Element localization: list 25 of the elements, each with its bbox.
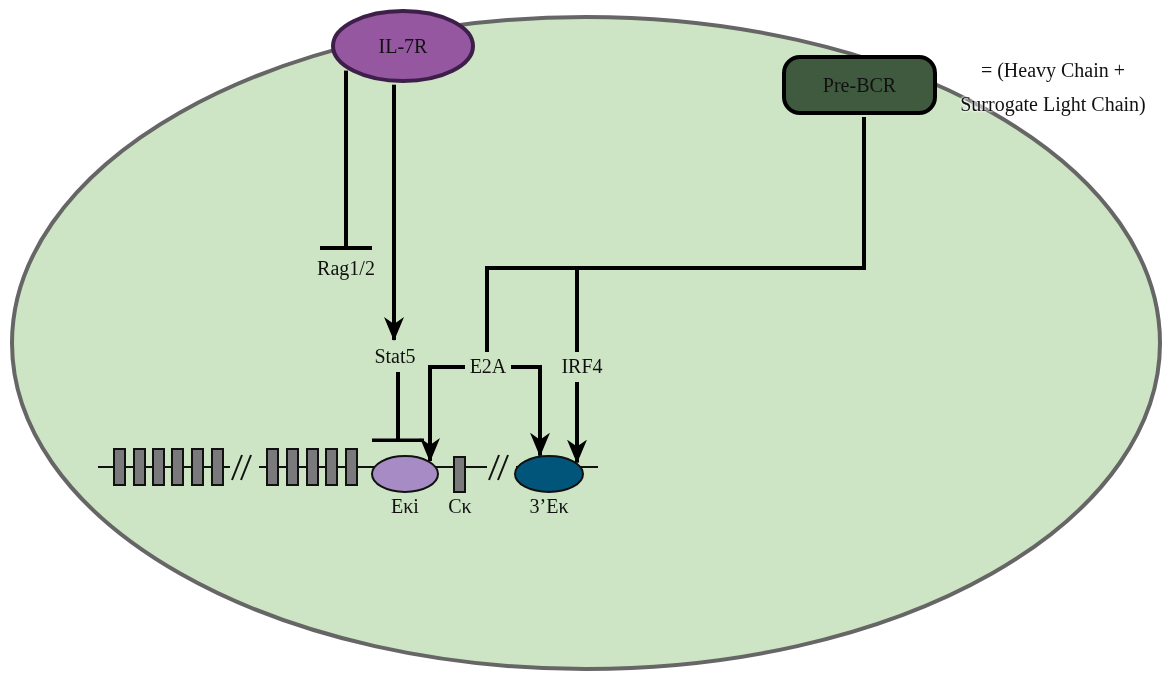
exon-box: [191, 448, 204, 486]
exon-box: [171, 448, 184, 486]
arrow: [511, 365, 550, 457]
arrow: [420, 365, 465, 463]
segment-label: 3’Eκ: [528, 494, 570, 518]
protein-label: E2A: [465, 354, 511, 380]
receptor-label: IL-7R: [377, 34, 429, 58]
exon-box: [286, 448, 299, 486]
connector-line: [575, 117, 866, 352]
exon-box: [325, 448, 338, 486]
exon-box: [133, 448, 146, 486]
protein-label: Rag1/2: [310, 256, 382, 282]
arrow: [384, 84, 404, 341]
protein-label: IRF4: [557, 354, 607, 380]
exon-box: [152, 448, 165, 486]
exon-box: [266, 448, 279, 486]
exon-box: [211, 448, 224, 486]
exon-box: [113, 448, 126, 486]
exon-box: [306, 448, 319, 486]
protein-label: Stat5: [362, 344, 428, 370]
arrow: [567, 382, 587, 464]
exon-box: [345, 448, 358, 486]
segment-label: Cκ: [447, 494, 473, 518]
segment-label: Eκi: [390, 494, 420, 518]
receptor-label: Pre-BCR: [821, 73, 898, 97]
